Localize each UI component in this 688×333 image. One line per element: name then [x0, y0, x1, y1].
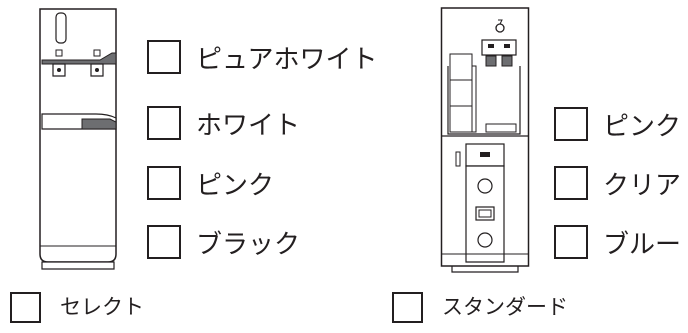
color-checkbox-black[interactable] [147, 225, 181, 259]
color-label-pure-white: ピュアホワイト [196, 45, 378, 75]
color-checkbox-pure-white[interactable] [147, 40, 181, 74]
color-label-blue: ブルー [603, 230, 682, 260]
standard-water-server-illustration [440, 7, 530, 273]
color-label-black: ブラック [196, 230, 301, 260]
model-checkbox-select[interactable] [10, 292, 41, 323]
model-label-select: セレクト [60, 295, 144, 319]
model-checkbox-standard[interactable] [392, 292, 423, 323]
color-label-standard-pink: ピンク [603, 112, 682, 142]
color-checkbox-standard-pink[interactable] [554, 107, 588, 141]
color-label-clear: クリア [603, 171, 682, 201]
color-checkbox-clear[interactable] [554, 166, 588, 200]
color-label-white: ホワイト [196, 111, 301, 141]
color-checkbox-white[interactable] [147, 106, 181, 140]
color-label-pink: ピンク [196, 171, 275, 201]
color-checkbox-pink[interactable] [147, 166, 181, 200]
select-water-server-illustration [39, 8, 117, 270]
model-label-standard: スタンダード [442, 295, 568, 319]
color-checkbox-blue[interactable] [554, 225, 588, 259]
